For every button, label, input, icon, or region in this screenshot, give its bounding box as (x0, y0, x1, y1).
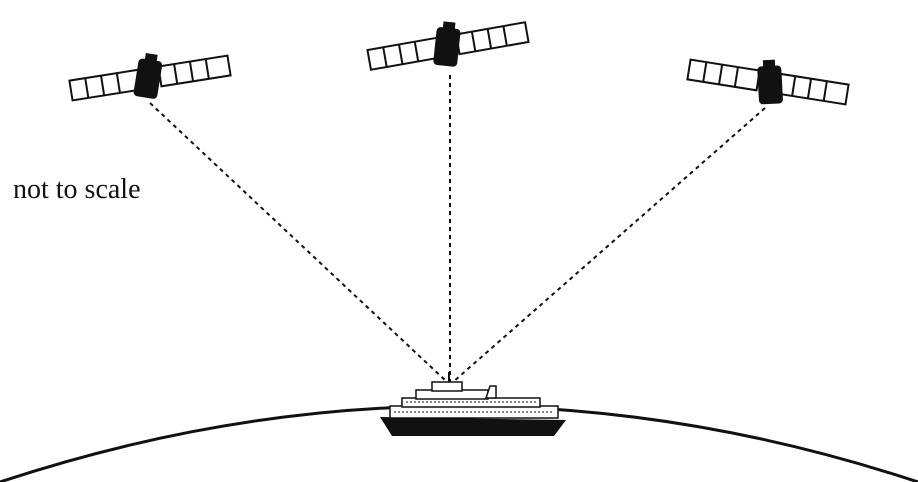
ship-hull (380, 417, 566, 436)
signal-line-right (452, 107, 766, 383)
satellite-center (366, 21, 530, 71)
signal-lines (149, 75, 766, 383)
not-to-scale-note: not to scale (13, 174, 141, 205)
satellite-right (686, 58, 850, 106)
signal-line-left (149, 102, 448, 383)
ship (380, 372, 566, 436)
satellite-left (68, 53, 232, 102)
